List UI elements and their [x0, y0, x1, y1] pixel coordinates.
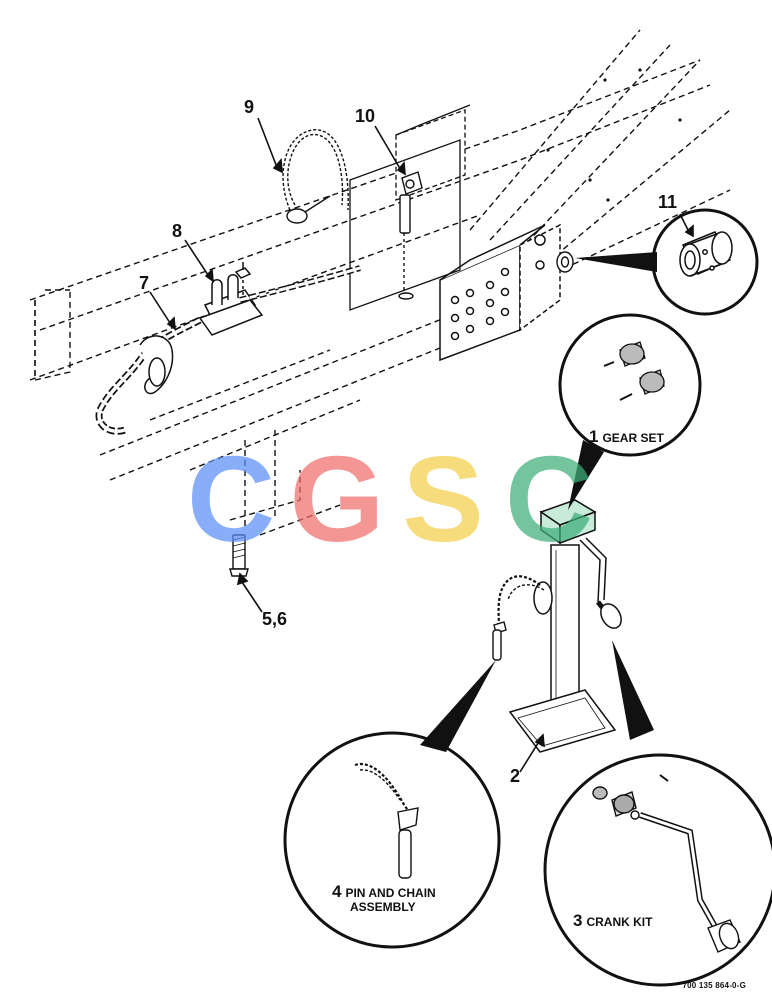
- pin-chain-parts: [354, 762, 419, 879]
- detail-circle-pin-chain: [283, 731, 501, 949]
- clevis-8: [198, 262, 264, 336]
- leader-crank-kit: [612, 640, 654, 740]
- gear-set-parts: [603, 341, 665, 401]
- trailer-jack: [508, 499, 622, 753]
- figure-id: 700 135 864-0-G: [682, 981, 746, 990]
- hook-7: [139, 335, 174, 395]
- callout-9: 9: [244, 97, 255, 117]
- leader-pin-chain: [420, 660, 496, 752]
- detail-circle-gear-set: [558, 313, 702, 457]
- frame-rivets: [546, 68, 682, 202]
- jack-pin-chain: [492, 575, 545, 661]
- callout-leaders: [149, 117, 694, 773]
- frame-bushing: [556, 251, 574, 273]
- callout-10: 10: [355, 106, 376, 126]
- crank-kit-number: 3: [573, 911, 583, 930]
- bushing-11: [679, 231, 733, 277]
- leader-gear-set: [568, 440, 604, 510]
- pin-chain-name-line1: PIN AND CHAIN: [345, 886, 436, 900]
- hitch-bracket: [439, 223, 561, 362]
- pin-chain-number: 4: [332, 882, 342, 901]
- pin-10: [398, 171, 423, 300]
- crank-kit-parts: [592, 774, 741, 953]
- gear-set-number: 1: [589, 427, 599, 446]
- leader-11: [575, 252, 657, 272]
- pin-chain-name-line2: ASSEMBLY: [350, 899, 416, 914]
- callout-11: 11: [658, 192, 678, 212]
- crank-kit-name: CRANK KIT: [586, 915, 653, 929]
- chain-9: [282, 129, 349, 224]
- detail-circle-11: [651, 208, 759, 316]
- callout-2: 2: [510, 766, 521, 786]
- callout-7: 7: [139, 273, 150, 293]
- callout-5-6: 5,6: [262, 609, 288, 629]
- detail-circle-crank-kit: [543, 753, 772, 987]
- gear-set-name: GEAR SET: [602, 431, 664, 445]
- bolt-5-6: [229, 534, 249, 577]
- callout-8: 8: [172, 221, 183, 241]
- trailer-frame: [29, 29, 731, 536]
